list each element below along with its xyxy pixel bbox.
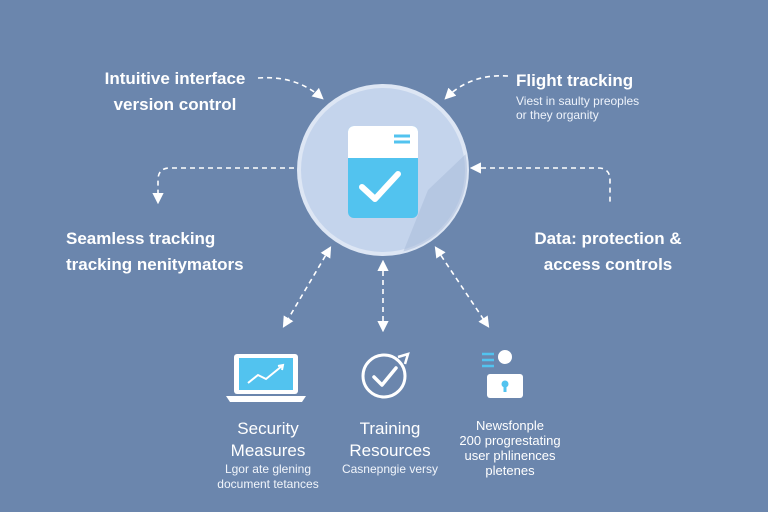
check-circle-icon <box>361 352 410 399</box>
node-bottom-3-line2: 200 progrestating <box>459 433 561 448</box>
node-bottom-1-sub1: Lgor ate glening <box>224 462 312 476</box>
node-mid-left: Seamless tracking tracking nenitymators <box>66 226 266 278</box>
node-bottom-3-line3: user phlinences <box>464 448 556 463</box>
connector-top-left <box>257 76 324 100</box>
node-mid-right-line2: access controls <box>543 255 673 274</box>
node-bottom-1-title1: Security <box>237 419 299 438</box>
node-bottom-1-title2: Measures <box>230 441 306 460</box>
node-bottom-2-title2: Resources <box>349 441 431 460</box>
node-mid-left-line1: Seamless tracking <box>66 229 216 248</box>
node-top-right-line1: Viest in saulty preoples <box>516 94 640 108</box>
node-bottom-3: Newsfonple 200 progrestating user phline… <box>440 418 580 478</box>
node-bottom-3-line4: pletenes <box>485 463 535 478</box>
node-bottom-1-sub2: document tetances <box>217 477 319 491</box>
node-mid-right-line1: Data: protection & <box>534 229 682 248</box>
laptop-chart-icon <box>226 354 306 402</box>
node-top-right-title: Flight tracking <box>516 71 634 90</box>
node-mid-left-line2: tracking nenitymators <box>66 255 244 274</box>
node-bottom-2-title1: Training <box>359 419 421 438</box>
checklist-clipboard-icon <box>348 126 418 218</box>
node-bottom-2-sub1: Casnepngie versy <box>341 462 439 476</box>
node-mid-right: Data: protection & access controls <box>518 226 698 278</box>
node-top-right: Flight tracking Viest in saulty preoples… <box>516 68 686 122</box>
connector-mid-right <box>469 162 611 202</box>
connector-mid-left <box>152 167 294 205</box>
connector-bottom-1 <box>282 246 332 328</box>
user-lock-icon <box>482 350 523 398</box>
connector-bottom-3 <box>434 246 490 328</box>
node-bottom-2: Training Resources Casnepngie versy <box>330 418 450 477</box>
node-top-left: Intuitive interface version control <box>100 66 250 118</box>
node-top-left-line1: Intuitive interface <box>104 69 246 88</box>
node-top-left-line2: version control <box>113 95 237 114</box>
node-bottom-3-line1: Newsfonple <box>476 418 544 433</box>
center-node <box>297 84 469 256</box>
connector-top-right <box>444 74 509 100</box>
node-bottom-1: Security Measures Lgor ate glening docum… <box>200 418 336 492</box>
node-top-right-line2: or they organity <box>516 108 599 122</box>
